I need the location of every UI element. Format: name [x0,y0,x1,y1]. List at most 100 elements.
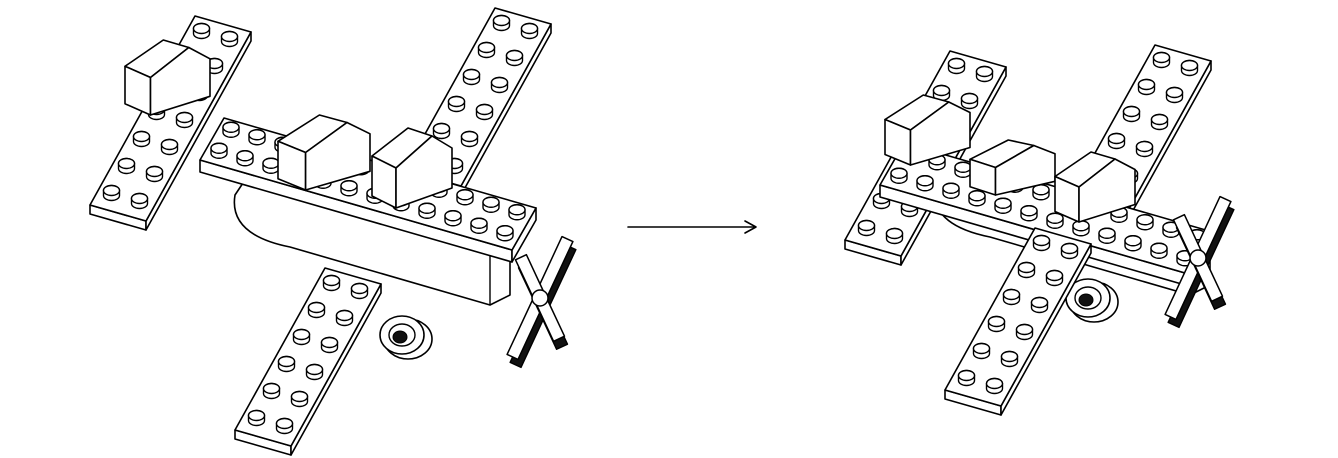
stud-top [508,204,526,216]
hull-body [233,179,511,306]
stud-top [1032,234,1051,247]
stud [145,165,164,183]
wheel [1065,278,1119,323]
stud [160,138,179,156]
stud-top [340,180,358,192]
stud-top [1098,227,1116,239]
stud [985,377,1004,395]
stud-top [968,190,986,202]
stud [1020,205,1038,222]
propeller-hub [1189,249,1207,267]
stud [1137,78,1156,96]
stud [277,355,296,373]
assembled-airplane [844,44,1235,416]
stud [505,49,524,67]
stud-top [857,219,876,232]
stud [460,130,479,148]
slope-side [149,46,211,116]
stud [236,150,254,167]
stud [248,129,266,146]
stud-top [462,68,481,81]
stud [1107,132,1126,150]
stud-top [1020,205,1038,217]
stud [885,227,904,245]
stud-top [496,225,514,237]
stud [890,167,908,184]
cockpit-slope-front [277,114,371,191]
stud-top [210,142,228,154]
stud [444,210,462,227]
stud-top [132,130,151,143]
stud [262,382,281,400]
stud-top [292,328,311,341]
stud [1045,269,1064,287]
stud-top [947,57,966,70]
stud-top [1180,59,1199,72]
stud-top [447,95,466,108]
stud-top [1017,261,1036,274]
stud-top [322,274,341,287]
stud [320,336,339,354]
stud-top [942,182,960,194]
stud-top [335,309,354,322]
stud-top [220,30,239,43]
stud-top [1152,51,1171,64]
stud-top [975,65,994,78]
stud-top [932,84,951,97]
stud-top [418,202,436,214]
stud-top [954,161,972,173]
stud [418,202,436,219]
stud-top [277,355,296,368]
stud-top [456,189,474,201]
slope-side [395,135,453,209]
stud-top [475,103,494,116]
wheel-hub [392,330,408,344]
propeller-hub [531,289,549,307]
stud-top [350,282,369,295]
stud-top [102,184,121,197]
wheel-hub [1078,293,1094,307]
stud [130,192,149,210]
stud [1032,234,1051,252]
stud [290,390,309,408]
stud [490,76,509,94]
stud [957,369,976,387]
stud [994,197,1012,214]
stud-top [145,165,164,178]
propeller [506,235,577,369]
slope-side [909,101,971,166]
stud [942,182,960,199]
stud [1015,323,1034,341]
stud-top [192,22,211,35]
wheel [379,315,433,360]
stud-top [477,41,496,54]
stud-top [1072,220,1090,232]
stud-top [490,76,509,89]
stud [247,409,266,427]
stud [222,121,240,138]
slope-side [304,121,371,191]
stud [960,92,979,110]
stud [1030,296,1049,314]
stud-top [1135,140,1154,153]
stud-top [885,227,904,240]
stud-top [1150,242,1168,254]
stud [1124,235,1142,252]
stud-top [994,197,1012,209]
stud [220,30,239,48]
stud [322,274,341,292]
stud-top [1000,350,1019,363]
stud-top [1015,323,1034,336]
stud [292,328,311,346]
stud-top [505,49,524,62]
tail-slope [124,39,211,116]
stud [508,204,526,221]
stud [117,157,136,175]
cockpit-slope-front [969,139,1056,196]
stud-top [275,417,294,430]
stud [1180,59,1199,77]
stud-top [520,22,539,35]
stud [132,130,151,148]
stud-top [262,382,281,395]
stud [916,175,934,192]
